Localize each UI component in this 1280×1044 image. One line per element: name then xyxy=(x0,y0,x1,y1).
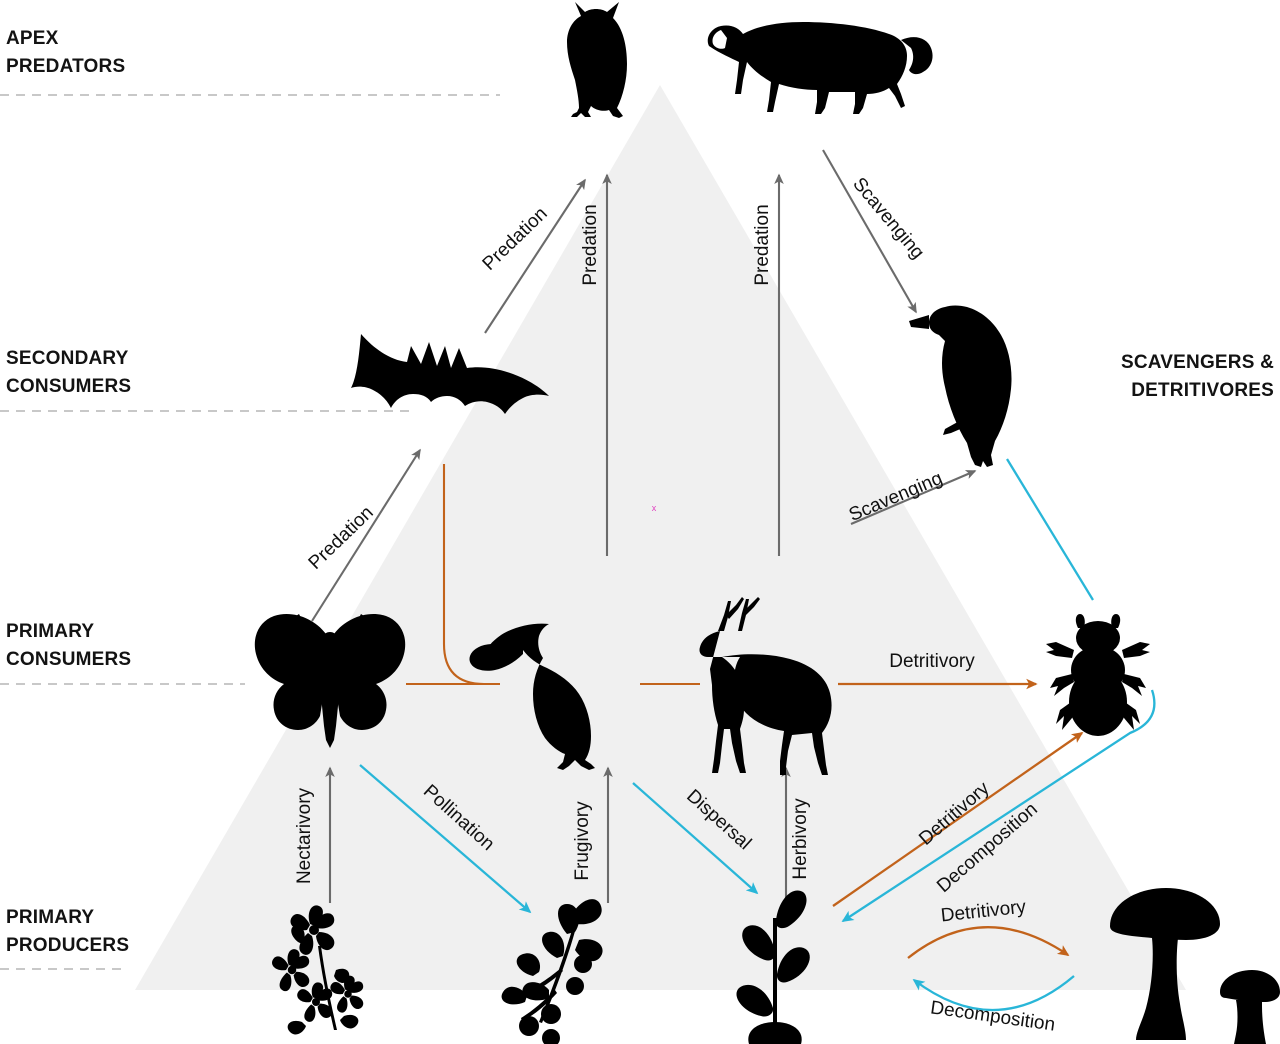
small-magenta-marker: x xyxy=(652,503,657,513)
edge-vulture-to-beetle xyxy=(1006,458,1094,601)
seedling-silhouette xyxy=(736,890,810,1044)
moth-silhouette xyxy=(254,614,406,748)
pyramid-background xyxy=(135,85,1186,990)
edge-detritivory-arc-to-mushrooms xyxy=(907,926,1070,959)
label-scavenging-apex: Scavenging xyxy=(848,174,928,264)
tier-label-secondary-consumers-line1: SECONDARY xyxy=(6,348,129,369)
dung-beetle-silhouette xyxy=(1046,614,1150,736)
edge-predation-moth-to-bat xyxy=(311,448,421,622)
tier-label-group: APEX PREDATORS SECONDARY CONSUMERS PRIMA… xyxy=(6,28,1274,956)
edge-dispersal-toucan-to-seedling xyxy=(632,782,759,895)
edge-pollination-moth-to-berries xyxy=(359,764,532,914)
tier-label-primary-consumers-line1: PRIMARY xyxy=(6,621,94,642)
flowering-plant-silhouette xyxy=(272,905,364,1035)
edge-scavenging-deer-to-vulture xyxy=(850,470,977,525)
edge-decomposition-arc-to-plants xyxy=(912,975,1075,1012)
tier-label-scavengers-line2: DETRITIVORES xyxy=(1131,380,1274,401)
label-nectarivory: Nectarivory xyxy=(294,787,315,884)
owl-silhouette xyxy=(567,2,627,118)
edge-decomposition-beetle-to-seedling xyxy=(841,689,1156,922)
tier-label-primary-consumers-line2: CONSUMERS xyxy=(6,649,131,670)
bat-silhouette xyxy=(351,334,549,414)
interaction-edges xyxy=(311,149,1156,1012)
label-predation-toucan: Predation xyxy=(580,204,601,285)
label-decomposition-arc: Decomposition xyxy=(929,997,1056,1035)
tier-label-apex-predators-line1: APEX xyxy=(6,28,59,49)
label-herbivory: Herbivory xyxy=(790,798,811,880)
tier-label-primary-producers-line1: PRIMARY xyxy=(6,907,94,928)
vulture-silhouette xyxy=(909,305,1012,467)
label-frugivory: Frugivory xyxy=(572,801,593,881)
tier-label-primary-producers-line2: PRODUCERS xyxy=(6,935,129,956)
tier-label-secondary-consumers-line2: CONSUMERS xyxy=(6,376,131,397)
toucan-silhouette xyxy=(469,623,595,770)
deer-silhouette xyxy=(699,597,832,775)
edge-predation-bat-to-apex xyxy=(484,178,586,334)
edge-scavenging-apex-to-vulture xyxy=(822,149,917,314)
tier-label-apex-predators-line2: PREDATORS xyxy=(6,56,125,77)
edge-detritivory-diagonal-to-beetle xyxy=(832,732,1084,907)
label-predation-bat: Predation xyxy=(479,203,552,275)
tier-label-scavengers-line1: SCAVENGERS & xyxy=(1121,352,1274,373)
big-cat-silhouette xyxy=(707,22,933,114)
label-detritivory-row: Detritivory xyxy=(889,651,975,672)
label-predation-moth: Predation xyxy=(305,502,378,574)
mushrooms-silhouette xyxy=(1110,888,1280,1044)
tier-dividers xyxy=(0,94,500,970)
berry-bush-silhouette xyxy=(501,899,603,1044)
label-predation-deer: Predation xyxy=(752,204,773,285)
